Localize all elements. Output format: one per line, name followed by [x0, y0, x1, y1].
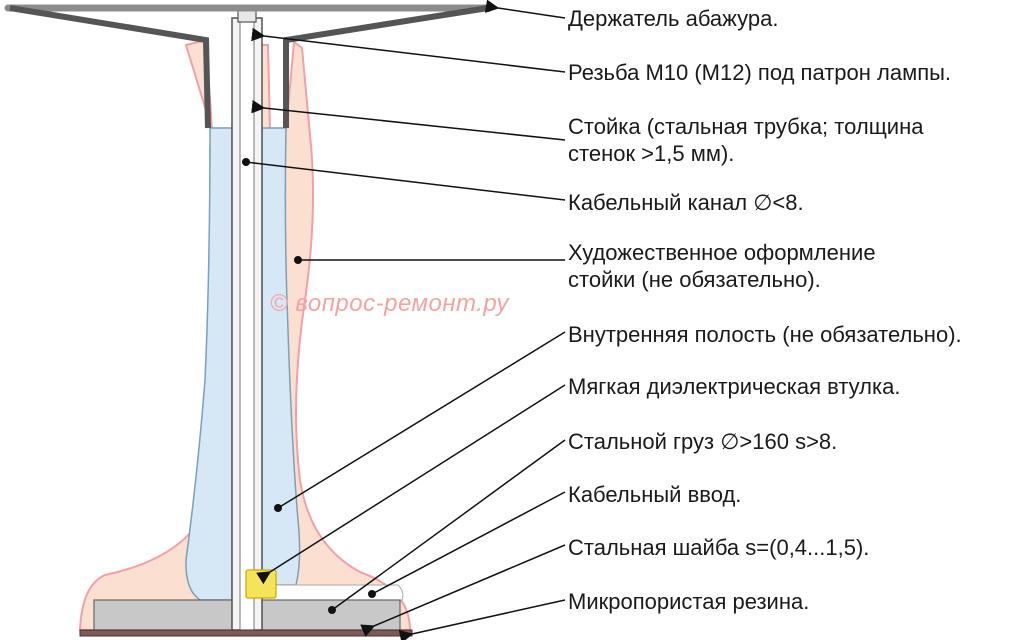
- label-decor-line1: Художественное оформление: [568, 240, 876, 265]
- label-inner-cavity: Внутренняя полость (не обязательно).: [568, 322, 962, 347]
- label-steel-weight: Стальной груз ∅>160 s>8.: [568, 429, 838, 454]
- label-microporous-rubber: Микропористая резина.: [568, 589, 810, 614]
- microporous-rubber: [79, 629, 413, 637]
- label-steel-tube-line2: стенок >1,5 мм).: [568, 141, 735, 166]
- leader-lines: [245, 0, 566, 640]
- steel-weight-left: [93, 599, 233, 631]
- dielectric-sleeve: [245, 569, 277, 599]
- watermark: © вопрос-ремонт.ру: [270, 290, 509, 317]
- label-steel-tube-line1: Стойка (стальная трубка; толщина: [568, 114, 924, 139]
- steel-weight-right: [261, 599, 401, 631]
- label-thread: Резьба М10 (М12) под патрон лампы.: [568, 60, 952, 85]
- holder-arm-left: [9, 5, 211, 129]
- label-decor-line2: стойки (не обязательно).: [568, 267, 821, 292]
- inner-cavity: [185, 127, 233, 601]
- holder-end: [484, 4, 492, 12]
- cable-channel: [239, 17, 255, 631]
- label-cable-channel: Кабельный канал ∅<8.: [568, 190, 804, 215]
- label-dielectric-sleeve: Мягкая диэлектрическая втулка.: [568, 374, 901, 399]
- label-shade-holder: Держатель абажура.: [568, 6, 779, 31]
- holder-arm-right: [283, 5, 489, 128]
- label-cable-inlet: Кабельный ввод.: [568, 482, 742, 507]
- label-steel-washer: Стальная шайба s=(0,4...1,5).: [568, 535, 870, 560]
- cable-inlet: [261, 584, 404, 601]
- leader-dots: [242, 158, 376, 614]
